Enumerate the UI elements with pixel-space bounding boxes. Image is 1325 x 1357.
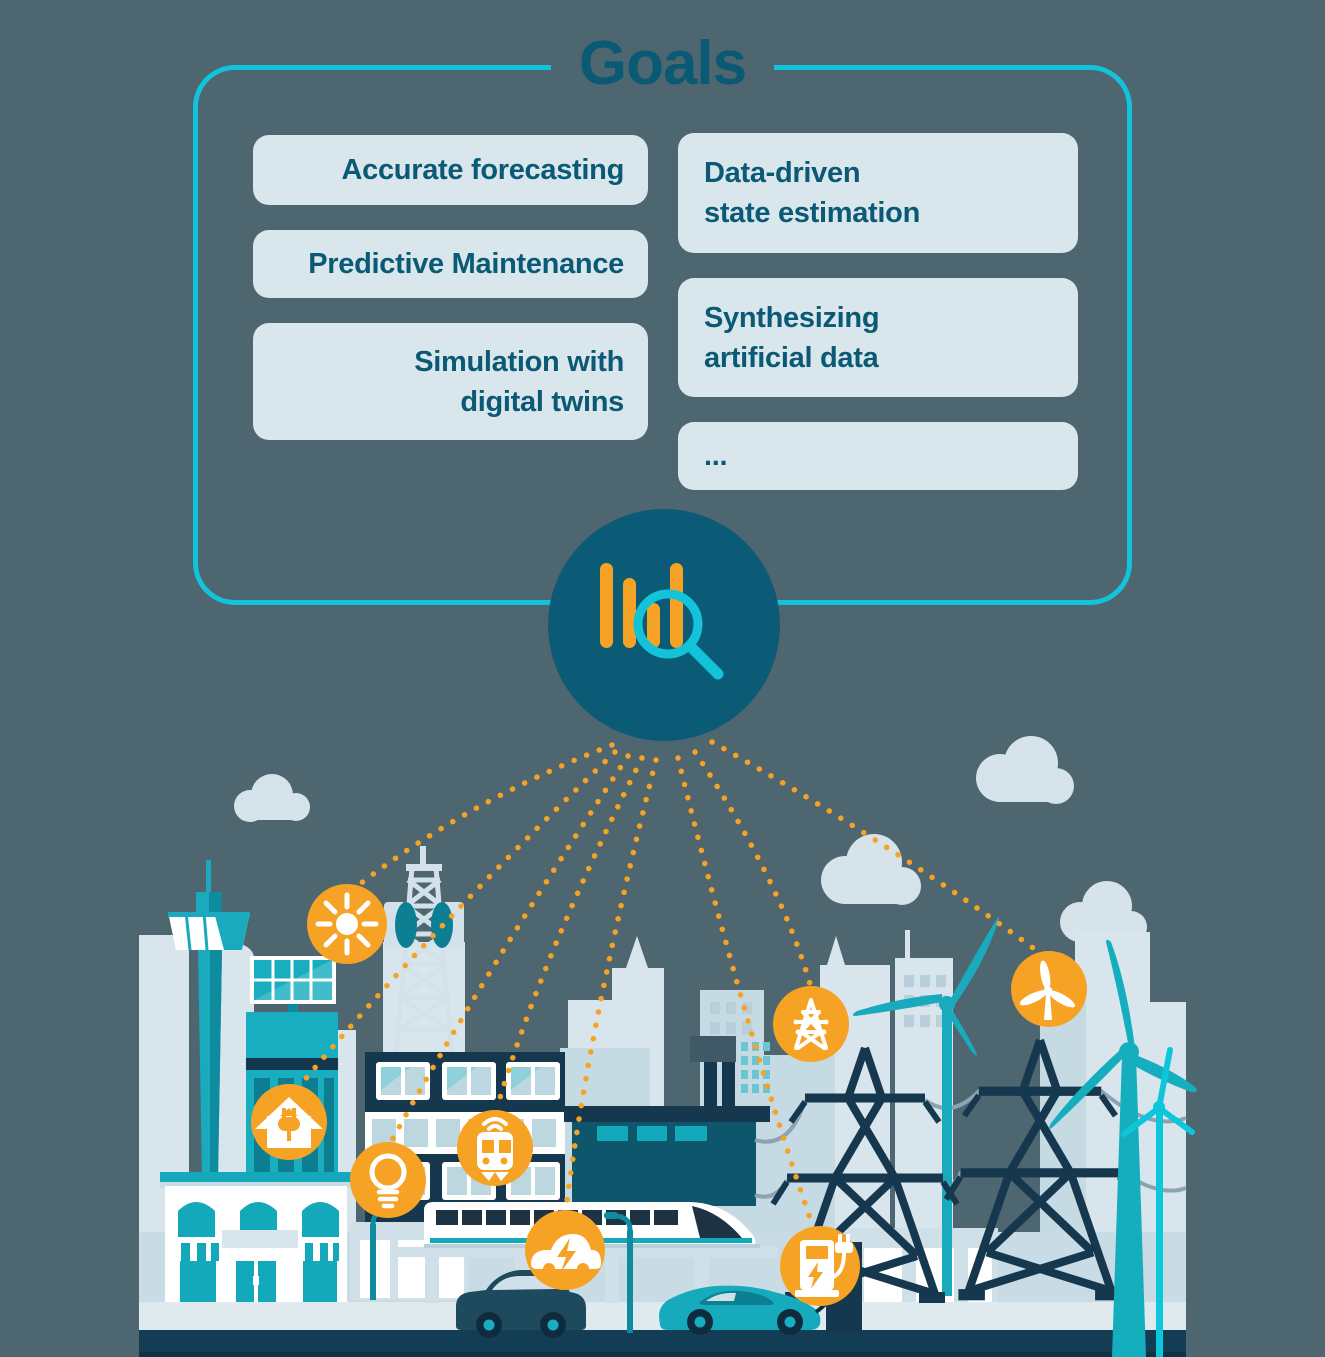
goal-box-simulation-digital-twins: Simulation with digital twins <box>253 323 648 440</box>
solar-panel-building <box>246 956 338 1178</box>
train-viaduct <box>398 1247 778 1303</box>
dotted-connections <box>300 739 1043 1227</box>
goals-title-text: Goals <box>550 26 775 102</box>
office-building <box>365 1052 565 1232</box>
electric-sports-car <box>659 1285 836 1335</box>
street-lamps <box>370 1206 633 1333</box>
goal-box-predictive-maintenance: Predictive Maintenance <box>253 230 648 298</box>
window-grids <box>710 975 946 1034</box>
sidewalk <box>139 1302 1186 1330</box>
charging-post <box>826 1242 862 1332</box>
hatchback-car <box>456 1270 586 1338</box>
transmission-tower-icon <box>773 986 849 1062</box>
framed-windows-row2 <box>376 1162 560 1200</box>
cloud <box>821 834 921 905</box>
cloud <box>234 774 310 822</box>
power-wires <box>754 1088 1187 1199</box>
goal-box-accurate-forecasting: Accurate forecasting <box>253 135 648 205</box>
teal-window-grid <box>741 1042 770 1093</box>
wind-turbine-front <box>1049 939 1197 1357</box>
road <box>139 1330 1186 1352</box>
goal-box-data-driven-state-estimation: Data-driven state estimation <box>678 133 1078 253</box>
garage-right <box>848 1228 998 1302</box>
magnifier-icon <box>633 589 724 680</box>
shop <box>160 1172 352 1302</box>
clouds <box>234 736 1147 943</box>
transmission-pylon <box>946 1040 1134 1300</box>
midground <box>139 1232 1186 1302</box>
transmission-pylon <box>773 1048 957 1303</box>
goals-title: Goals <box>193 26 1132 102</box>
high-speed-train <box>424 1202 760 1248</box>
awnings <box>175 1243 339 1261</box>
lightbulb-icon <box>350 1142 426 1218</box>
goal-box-ellipsis: ... <box>678 422 1078 490</box>
cloud <box>1060 881 1147 943</box>
framed-windows <box>376 1062 560 1100</box>
garage-left <box>350 1222 468 1300</box>
tv-tower <box>168 860 250 1178</box>
wind-turbine-icon <box>1011 951 1087 1027</box>
smart-home-plug-icon <box>251 1084 327 1160</box>
tram-icon <box>457 1110 533 1186</box>
wind-turbine-small <box>1121 1047 1195 1357</box>
factory <box>564 1062 770 1206</box>
goal-box-synthesizing-artificial-data: Synthesizing artificial data <box>678 278 1078 397</box>
radio-mast <box>384 846 464 1057</box>
electric-car-icon <box>525 1210 605 1290</box>
cloud <box>976 736 1074 804</box>
sun-icon <box>307 884 387 964</box>
wind-turbine-back <box>852 916 1000 1296</box>
ev-charging-station-icon <box>780 1226 860 1306</box>
skyline-silhouette <box>139 930 1186 1338</box>
